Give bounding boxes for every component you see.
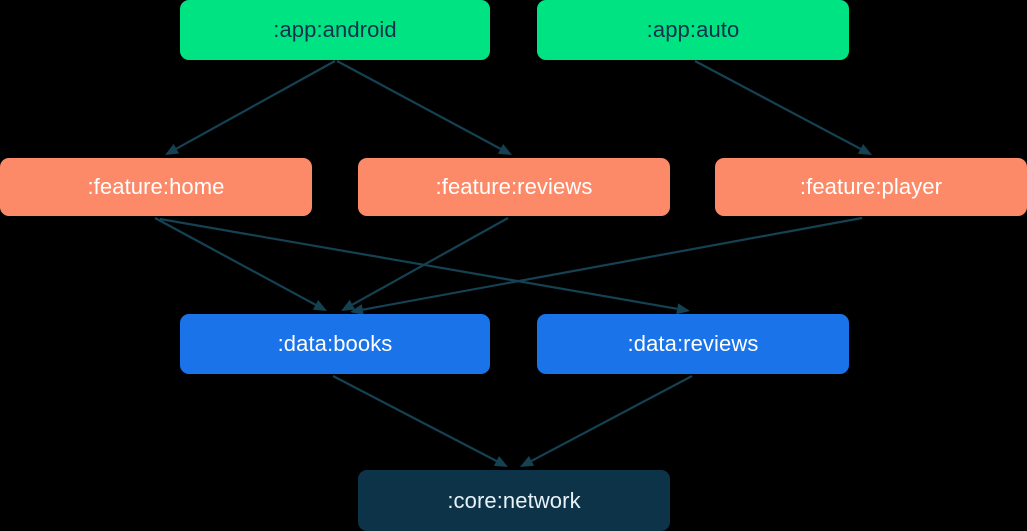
- edge-arrowhead: [857, 144, 872, 155]
- edge-line: [530, 375, 693, 462]
- edge-app-auto-to-feature-player: [694, 60, 872, 155]
- edge-arrowhead: [520, 456, 535, 467]
- edge-feature-home-to-data-books: [154, 217, 327, 311]
- edge-feature-reviews-to-data-books: [341, 217, 509, 311]
- edge-arrowhead: [165, 143, 180, 155]
- edge-arrowhead: [676, 303, 690, 315]
- edge-line: [159, 217, 678, 310]
- node-app-auto[interactable]: :app:auto: [537, 0, 849, 60]
- node-feature-reviews[interactable]: :feature:reviews: [358, 158, 670, 216]
- node-label: :app:android: [273, 17, 397, 42]
- edge-feature-player-to-data-books: [350, 216, 863, 316]
- edge-app-android-to-feature-home: [165, 60, 336, 155]
- node-core-network[interactable]: :core:network: [358, 470, 670, 531]
- node-feature-home[interactable]: :feature:home: [0, 158, 312, 216]
- edge-line: [175, 60, 336, 150]
- edge-data-reviews-to-core-network: [520, 375, 693, 467]
- edge-line: [154, 217, 317, 306]
- node-label: :feature:reviews: [435, 174, 593, 199]
- node-label: :app:auto: [646, 17, 740, 42]
- edge-arrowhead: [341, 299, 356, 311]
- node-data-books[interactable]: :data:books: [180, 314, 490, 374]
- edge-arrowhead: [312, 299, 327, 311]
- node-feature-player[interactable]: :feature:player: [715, 158, 1027, 216]
- edge-line: [351, 217, 509, 306]
- node-data-reviews[interactable]: :data:reviews: [537, 314, 849, 374]
- node-label: :feature:player: [799, 174, 943, 199]
- node-label: :feature:home: [87, 174, 225, 199]
- node-label: :data:books: [277, 331, 393, 356]
- edge-line: [332, 375, 497, 462]
- edge-data-books-to-core-network: [332, 375, 508, 467]
- edge-app-android-to-feature-reviews: [336, 60, 512, 155]
- edge-line: [694, 60, 862, 150]
- node-label: :core:network: [447, 487, 581, 513]
- edge-arrowhead: [497, 144, 512, 155]
- edge-arrowhead: [493, 456, 508, 467]
- edge-line: [362, 216, 863, 311]
- edge-line: [336, 60, 502, 150]
- node-label: :data:reviews: [627, 331, 759, 356]
- edge-feature-home-to-data-reviews: [159, 217, 690, 315]
- node-app-android[interactable]: :app:android: [180, 0, 490, 60]
